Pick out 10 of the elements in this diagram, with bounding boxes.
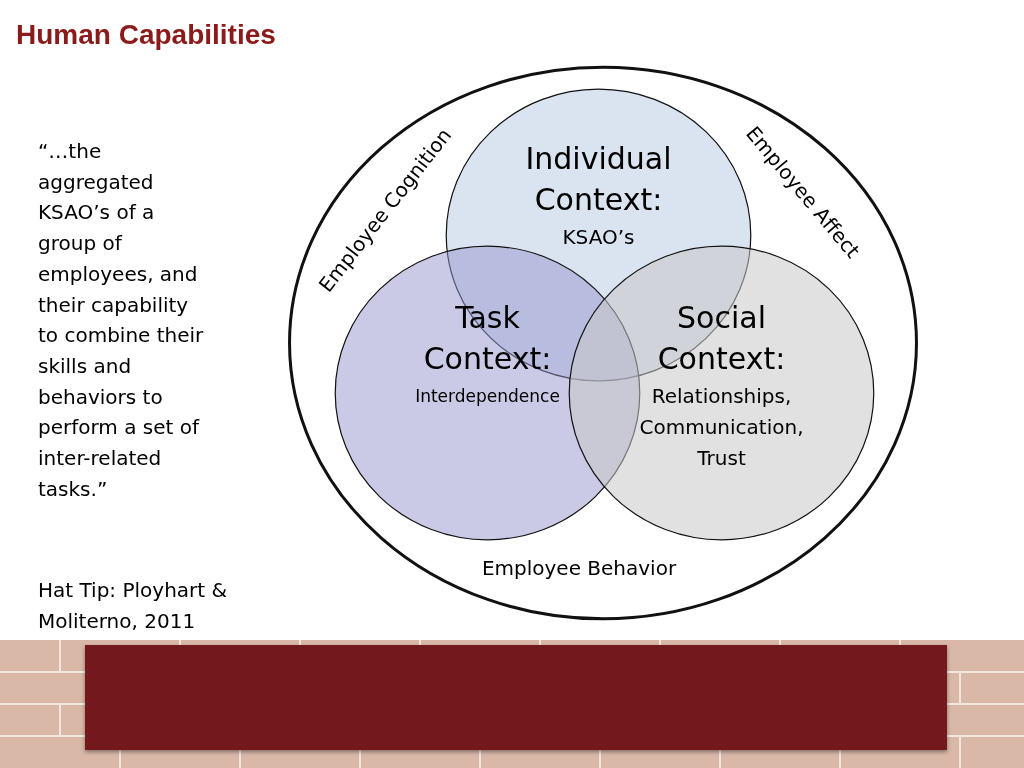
- slide-title: Human Capabilities: [16, 18, 276, 52]
- context-heading: Task Context:: [422, 299, 553, 378]
- citation-text: Hat Tip: Ployhart & Moliterno, 2011: [38, 577, 229, 635]
- context-heading: Individual Context:: [524, 140, 673, 219]
- context-body: Interdependence: [414, 385, 561, 408]
- context-body: Relationships, Communication, Trust: [638, 383, 805, 472]
- circle-label: Employee Behavior: [481, 555, 677, 582]
- context-heading: Social Context:: [656, 299, 787, 378]
- quote-text: “…the aggregated KSAO’s of a group of employees, and their capability to combine their skills and behaviors to perform a set of inter-related tasks.”: [38, 138, 205, 503]
- context-body: KSAO’s: [561, 224, 636, 251]
